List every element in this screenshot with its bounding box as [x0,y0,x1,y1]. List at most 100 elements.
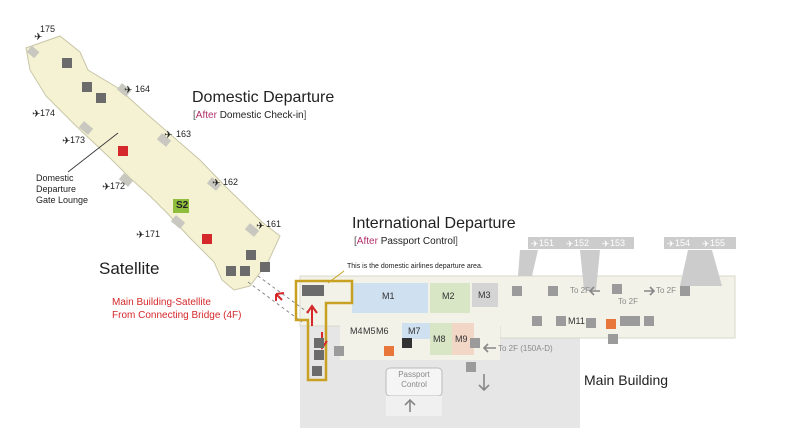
plane-icon: ✈ [32,109,40,120]
to-2f-label-a: To 2F [570,286,591,295]
to-2f-label-b: To 2F [618,297,639,306]
elevator-icon [680,286,690,296]
passport-control-label: Passport Control [396,370,432,390]
domestic-departure-title: Domestic Departure [192,89,335,106]
gate-175: 175 [40,24,56,34]
domestic-note-pointer [327,270,345,284]
gate-163: 163 [176,129,192,139]
zone-m9-label: M9 [455,334,468,344]
plane-icon: ✈ [531,240,539,250]
gate-lounge-label: Domestic Departure Gate Lounge [36,173,88,206]
pier-152 [580,250,600,290]
zone-m6-label: M6 [376,326,389,336]
wheelchair-icon [644,316,654,326]
restroom-icon [96,93,106,103]
zone-m7-label: M7 [408,326,421,336]
zone-m3 [472,283,498,307]
intl-sub-rest: Passport Control [380,236,456,247]
international-departure-title: International Departure [352,215,516,232]
plane-icon: ✈ [566,240,574,250]
wheelchair-icon [334,346,344,356]
nursing-icon [118,146,128,156]
restroom-icon [226,266,236,276]
zone-m5-label: M5 [363,326,376,336]
elevator-icon [548,286,558,296]
plane-icons: ✈ ✈ ✈ ✈ ✈ ✈ ✈ ✈ ✈ [32,32,264,241]
elevator-icon [314,350,324,360]
plane-icon: ✈ [34,32,42,43]
plane-icon: ✈ [602,240,610,250]
smoking-icon [402,338,412,348]
wheelchair-icon [586,318,596,328]
gate-172: 172 [110,181,126,191]
zone-m7 [402,323,430,339]
gate-lounge-pointer [67,132,119,173]
escalator-icon [246,250,256,260]
intl-sub-after: After [356,236,378,247]
nursing-icon [606,319,616,329]
lower-pathway [386,396,442,416]
gate-lounge-line-2: Departure [36,184,77,194]
gate-stands [26,45,260,237]
gate-lounge-line-1: Domestic [36,173,74,183]
zone-m1-label: M1 [382,291,395,301]
gate-162: 162 [223,177,239,187]
to-2f-label-c: To 2F [656,286,677,295]
elevator-icon [470,338,480,348]
zone-m4-label: M4 [350,326,363,336]
plane-icons-main: ✈ ✈ ✈ ✈ ✈ [531,240,710,250]
gate-153: 153 [610,238,626,248]
restroom-icon [302,285,324,296]
gate-171: 171 [145,229,161,239]
s2-badge-bg [173,199,189,213]
zone-m3-label: M3 [478,290,491,300]
gate-bar-151-153 [528,237,634,249]
international-departure-subtitle: [After Passport Control] [354,236,458,247]
gate-164: 164 [135,84,151,94]
plane-icon: ✈ [164,130,172,141]
plane-icon: ✈ [62,136,70,147]
shop-icon [532,316,542,326]
plane-icon: ✈ [136,230,144,241]
gate-152: 152 [574,238,590,248]
shop-icon [62,58,72,68]
elevator-icon [612,284,622,294]
wheelchair-icon [466,362,476,372]
gate-151: 151 [539,238,555,248]
red-up-arrow [306,304,318,326]
s2-badge: S2 [176,200,189,211]
satellite-icons [62,58,270,276]
passport-control-line-1: Passport [398,370,430,379]
wheelchair-icon [240,266,250,276]
elevator-icon [608,334,618,344]
zone-m2-label: M2 [442,291,455,301]
gate-173: 173 [70,135,86,145]
satellite-label: Satellite [99,259,160,278]
gate-154: 154 [675,238,691,248]
connecting-bridge-label: Main Building-Satellite From Connecting … [112,296,242,322]
main-building-label: Main Building [584,372,669,388]
zone-m11-label: M11 [568,316,585,326]
domestic-area-note: This is the domestic airlines departure … [347,263,483,270]
arrow-icon [478,374,490,392]
info-icon [512,286,522,296]
pier-151 [518,250,538,276]
zone-m1 [352,283,428,313]
domestic-departure-subtitle: [After Domestic Check-in] [193,110,307,121]
satellite-concourse [25,35,281,291]
arrow-icon [482,343,496,353]
plane-icon: ✈ [667,240,675,250]
gate-bar-154-155 [664,237,736,249]
elevator-icon [82,82,92,92]
plane-icon: ✈ [702,240,710,250]
bridge-line-2: From Connecting Bridge (4F) [112,310,242,321]
restroom-icon [556,316,566,326]
elevator-icon [260,262,270,272]
gate-174: 174 [40,108,56,118]
gate-lounge-line-3: Gate Lounge [36,195,89,205]
to-2f-label-d: To 2F (150A-D) [498,344,553,353]
arrow-icon [588,286,600,296]
elevator-icon [312,366,322,376]
gate-155: 155 [710,238,726,248]
bridge-line-1: Main Building-Satellite [112,297,211,308]
